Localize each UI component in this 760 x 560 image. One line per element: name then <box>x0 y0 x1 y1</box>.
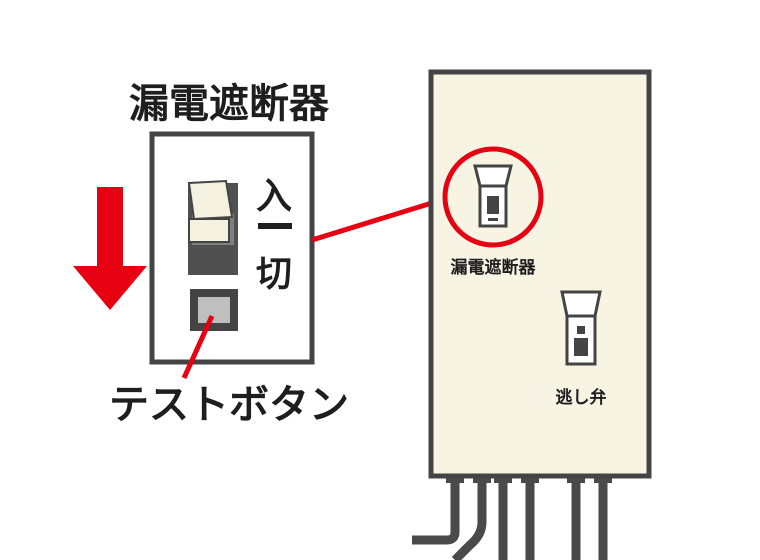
test-button[interactable] <box>190 289 238 331</box>
relief-valve-label: 逃し弁 <box>556 387 607 408</box>
breaker-toggle-switch[interactable] <box>187 179 238 275</box>
pipes <box>412 478 608 560</box>
water-heater-panel <box>428 69 652 479</box>
test-button-pointer-line <box>181 314 215 380</box>
breaker-title: 漏電遮断器 <box>129 81 330 127</box>
relief-valve-icon[interactable] <box>560 290 602 366</box>
breaker-closeup: 入 切 <box>149 131 315 365</box>
breaker-highlight-circle <box>442 146 544 248</box>
zoom-connector-line <box>311 195 449 243</box>
down-arrow-icon <box>73 187 147 310</box>
pipe-caps <box>446 475 612 483</box>
on-label: 入 <box>256 176 292 217</box>
on-off-divider <box>258 223 292 229</box>
panel-breaker-label: 漏電遮断器 <box>451 257 537 278</box>
off-label: 切 <box>256 254 292 295</box>
test-button-label: テストボタン <box>109 382 349 428</box>
panel-breaker-icon[interactable] <box>473 164 513 228</box>
